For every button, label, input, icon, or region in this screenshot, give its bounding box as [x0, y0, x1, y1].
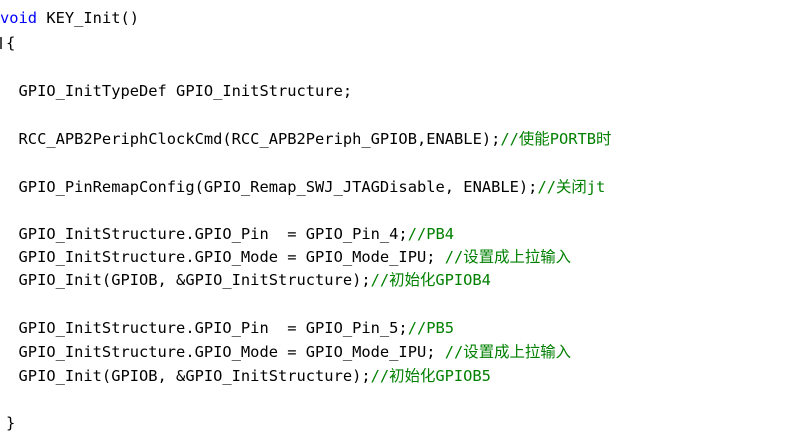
- code-text: GPIO_InitTypeDef GPIO_InitStructure;: [0, 82, 353, 100]
- code-line-close-brace: }: [6, 411, 15, 435]
- function-name: KEY_Init(): [37, 9, 140, 27]
- open-brace: {: [6, 34, 16, 52]
- code-line-declaration: GPIO_InitTypeDef GPIO_InitStructure;: [0, 79, 353, 103]
- code-comment: //初始化GPIOB5: [370, 367, 491, 385]
- code-text: GPIO_InitStructure.GPIO_Mode = GPIO_Mode…: [0, 248, 445, 266]
- code-text: GPIO_InitStructure.GPIO_Mode = GPIO_Mode…: [0, 343, 445, 361]
- code-comment: //初始化GPIOB4: [370, 271, 491, 289]
- code-comment: //PB4: [407, 225, 455, 243]
- code-text: GPIO_Init(GPIOB, &GPIO_InitStructure);: [0, 367, 371, 385]
- code-line-open-brace: {: [6, 31, 15, 55]
- code-comment: //PB5: [407, 319, 455, 337]
- fold-marker[interactable]: [0, 37, 2, 49]
- code-line-mode-ipu-1: GPIO_InitStructure.GPIO_Mode = GPIO_Mode…: [0, 245, 572, 269]
- code-text: GPIO_InitStructure.GPIO_Pin = GPIO_Pin_4…: [0, 225, 408, 243]
- code-text: GPIO_Init(GPIOB, &GPIO_InitStructure);: [0, 271, 371, 289]
- code-line-pin-remap: GPIO_PinRemapConfig(GPIO_Remap_SWJ_JTAGD…: [0, 175, 606, 199]
- code-line-gpio-init-2: GPIO_Init(GPIOB, &GPIO_InitStructure);//…: [0, 364, 491, 388]
- code-line-gpio-init-1: GPIO_Init(GPIOB, &GPIO_InitStructure);//…: [0, 268, 491, 292]
- code-line-pin-5: GPIO_InitStructure.GPIO_Pin = GPIO_Pin_5…: [0, 316, 455, 340]
- code-comment: //设置成上拉输入: [444, 343, 572, 361]
- code-comment: //使能PORTB时: [500, 130, 612, 148]
- code-line-function-signature: void KEY_Init(): [0, 6, 139, 30]
- code-text: GPIO_PinRemapConfig(GPIO_Remap_SWJ_JTAGD…: [0, 178, 538, 196]
- code-line-pin-4: GPIO_InitStructure.GPIO_Pin = GPIO_Pin_4…: [0, 222, 455, 246]
- code-comment: //关闭jt: [537, 178, 606, 196]
- code-line-rcc-clock: RCC_APB2PeriphClockCmd(RCC_APB2Periph_GP…: [0, 127, 612, 151]
- code-text: GPIO_InitStructure.GPIO_Pin = GPIO_Pin_5…: [0, 319, 408, 337]
- close-brace: }: [6, 414, 16, 432]
- code-text: RCC_APB2PeriphClockCmd(RCC_APB2Periph_GP…: [0, 130, 501, 148]
- code-line-mode-ipu-2: GPIO_InitStructure.GPIO_Mode = GPIO_Mode…: [0, 340, 572, 364]
- code-comment: //设置成上拉输入: [444, 248, 572, 266]
- keyword-void: void: [0, 9, 38, 27]
